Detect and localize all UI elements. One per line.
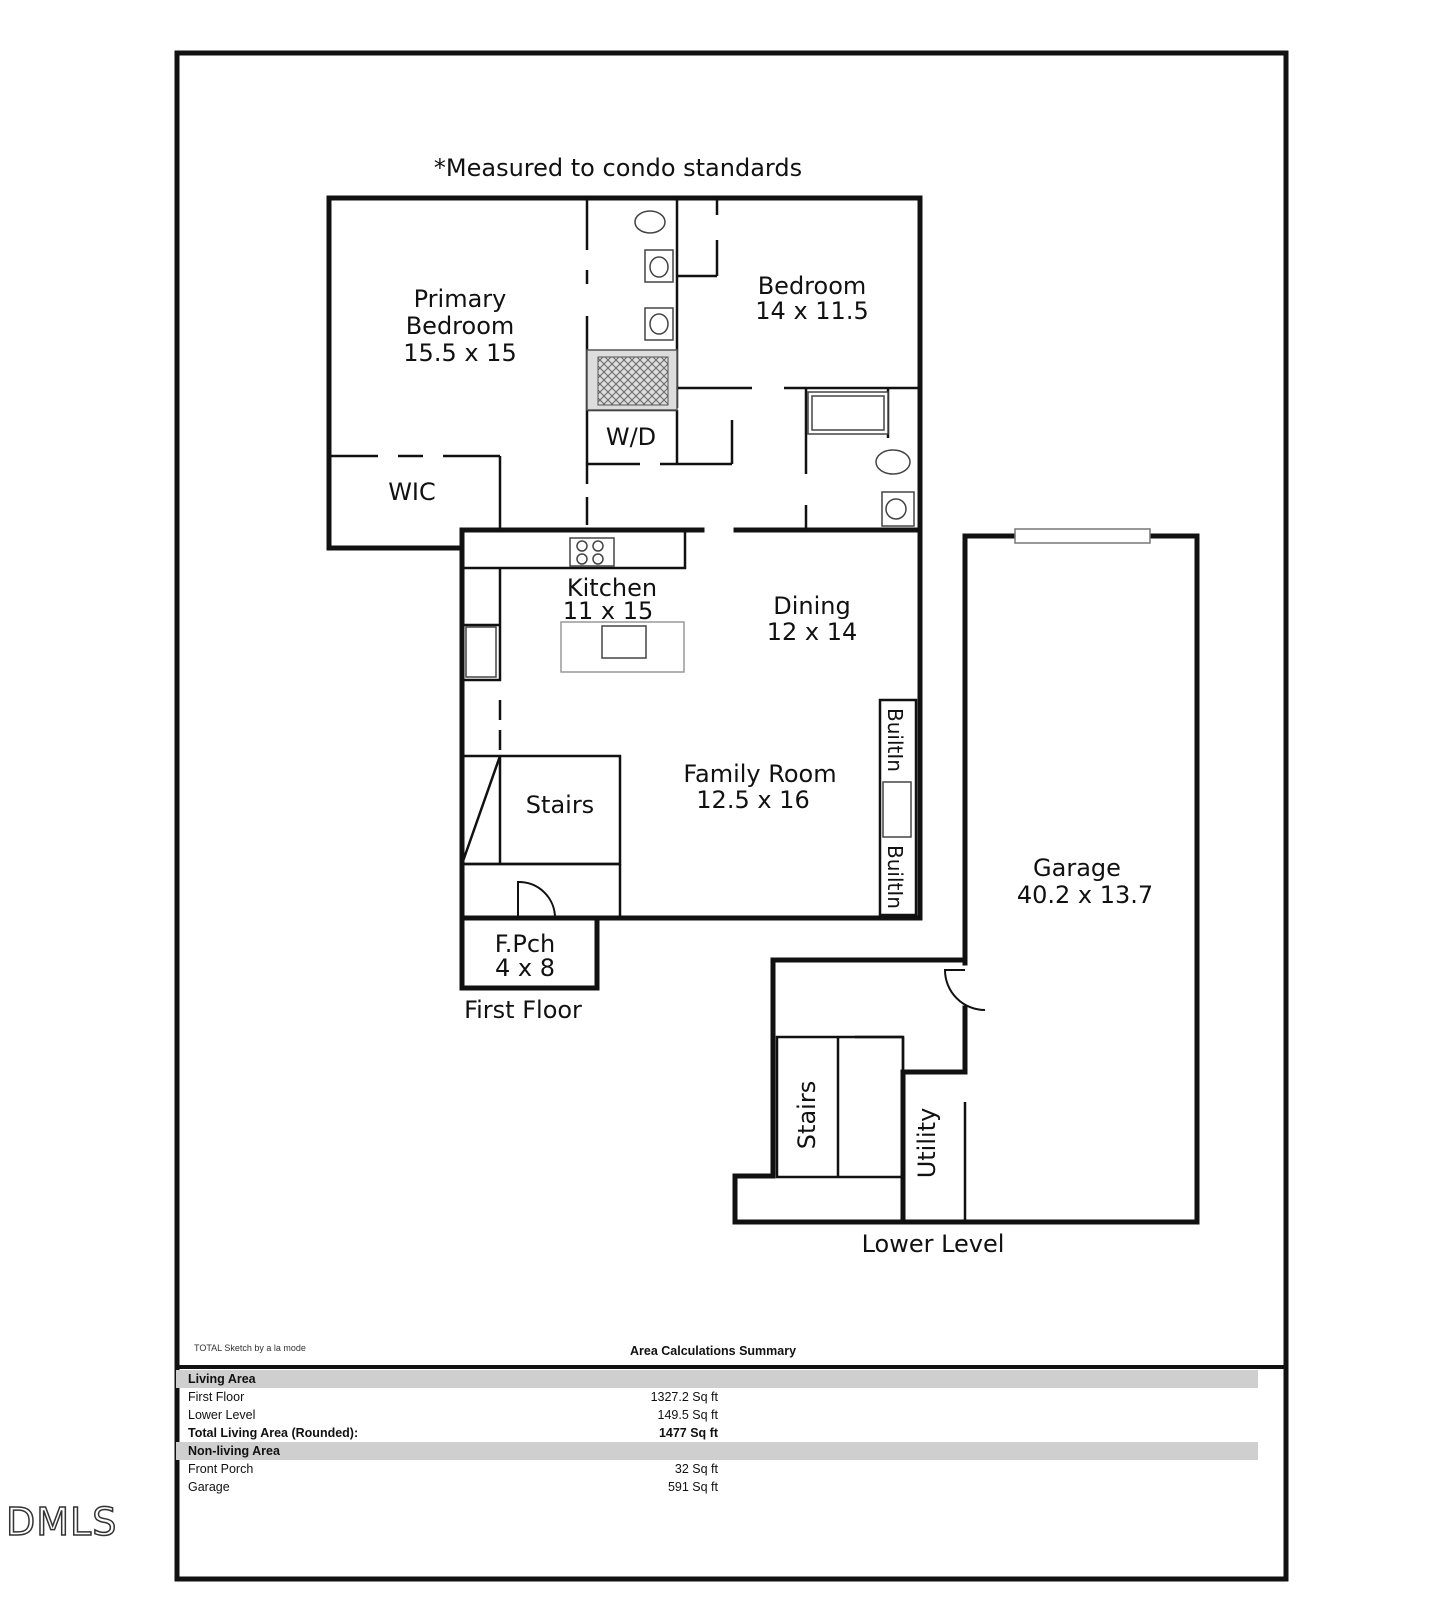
label-family-room-dim: 12.5 x 16 — [696, 786, 809, 814]
label-garage-dim: 40.2 x 13.7 — [1017, 881, 1153, 909]
label-family-room: Family Room — [683, 760, 836, 788]
room-labels: Primary Bedroom 15.5 x 15 Bedroom 14 x 1… — [388, 272, 1153, 1258]
nonliving-area-header: Non-living Area — [176, 1442, 1258, 1460]
label-primary-bedroom-2: Bedroom — [406, 312, 515, 340]
label-dining: Dining — [773, 592, 850, 620]
measurement-note: *Measured to condo standards — [434, 154, 802, 182]
label-stairs-lower: Stairs — [793, 1081, 821, 1149]
label-builtin-bottom: BuiltIn — [883, 845, 907, 909]
label-builtin-top: BuiltIn — [883, 708, 907, 772]
label-front-porch-dim: 4 x 8 — [495, 954, 555, 982]
label-kitchen: Kitchen — [567, 574, 657, 602]
lower-level-walls — [732, 528, 1200, 1225]
label-primary-bedroom-dim: 15.5 x 15 — [403, 339, 516, 367]
summary-row-total: Total Living Area (Rounded):1477 Sq ft — [188, 1426, 718, 1440]
summary-title: Area Calculations Summary — [630, 1344, 797, 1358]
label-garage: Garage — [1033, 854, 1121, 882]
label-wd: W/D — [606, 423, 656, 451]
label-stairs-first: Stairs — [526, 791, 594, 819]
label-utility: Utility — [913, 1108, 941, 1179]
label-lower-level: Lower Level — [862, 1230, 1005, 1258]
label-wic: WIC — [388, 478, 436, 506]
living-area-header: Living Area — [176, 1370, 1258, 1388]
label-dining-dim: 12 x 14 — [767, 618, 858, 646]
label-kitchen-dim: 11 x 15 — [563, 597, 654, 625]
label-primary-bedroom-1: Primary — [414, 285, 507, 313]
label-front-porch: F.Pch — [495, 930, 555, 958]
first-floor-walls — [326, 195, 923, 921]
fixtures — [465, 210, 915, 678]
front-porch — [459, 880, 600, 991]
label-bedroom: Bedroom — [758, 272, 867, 300]
page-border — [174, 50, 1289, 1582]
label-first-floor: First Floor — [464, 996, 582, 1024]
software-credit: TOTAL Sketch by a la mode — [194, 1343, 306, 1353]
label-bedroom-dim: 14 x 11.5 — [755, 297, 868, 325]
dmls-watermark: DMLS — [5, 1499, 118, 1545]
